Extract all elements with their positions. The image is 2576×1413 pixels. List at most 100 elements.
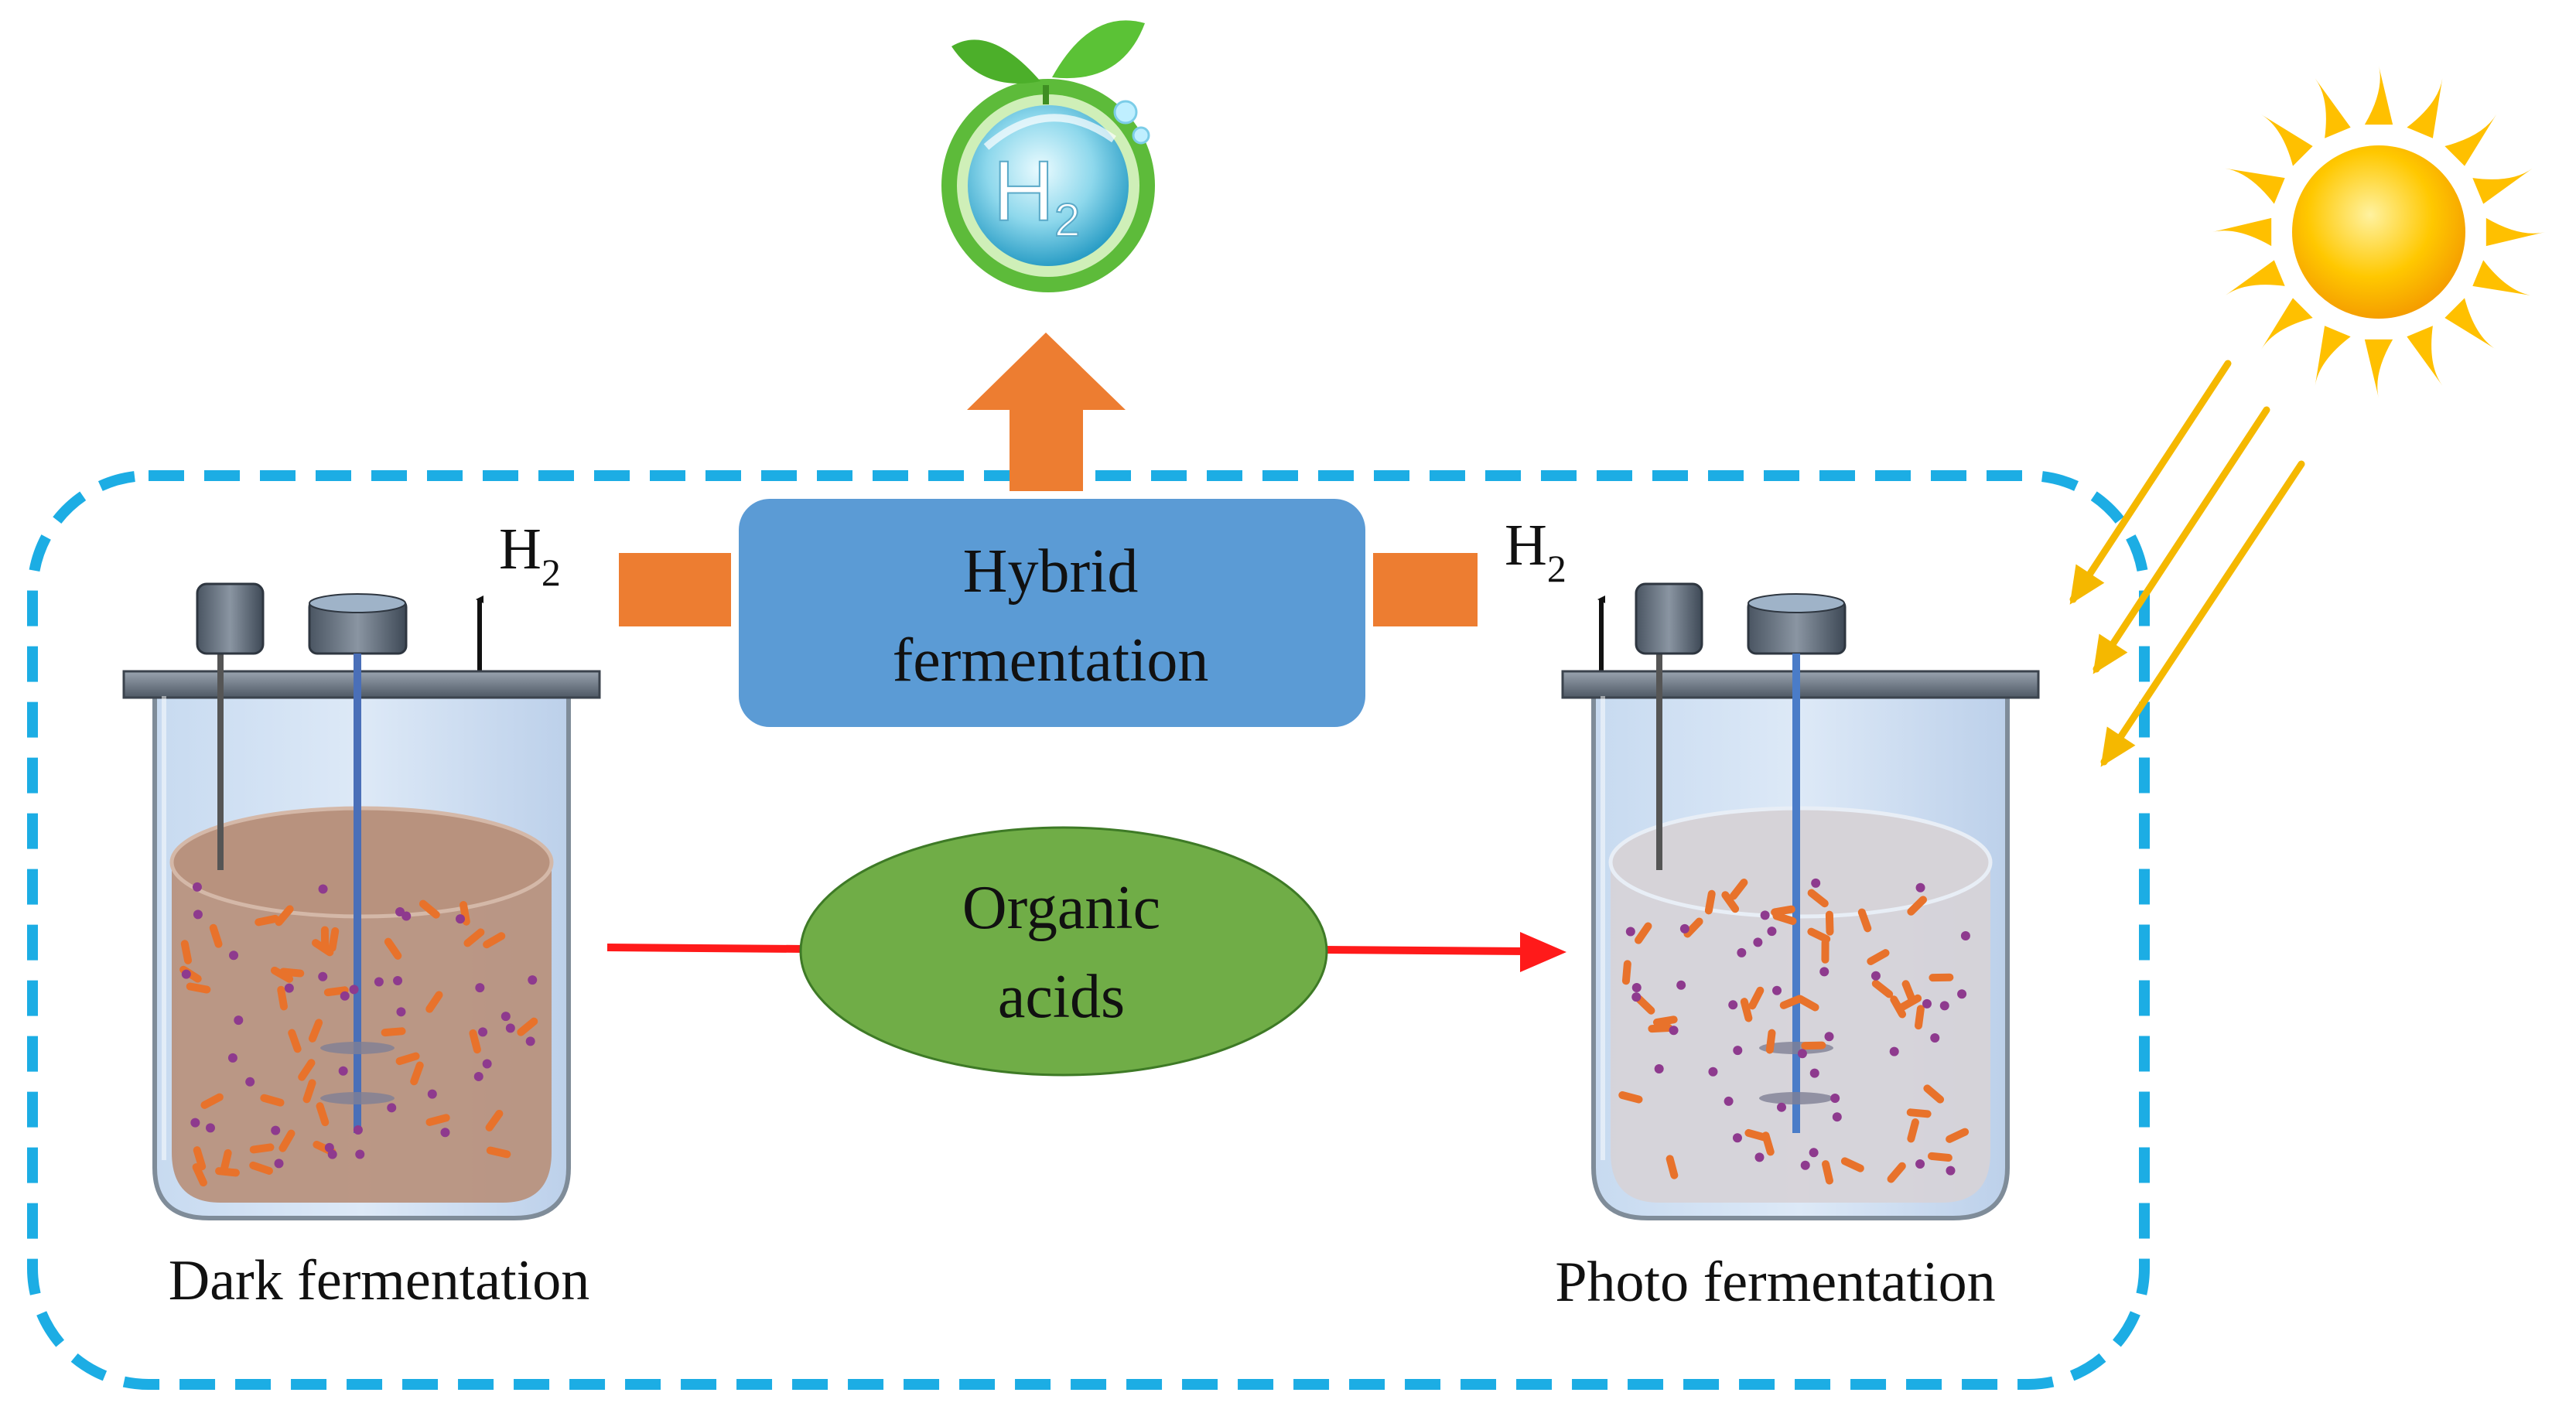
microbe-dot xyxy=(1679,923,1689,933)
microbe-dot xyxy=(274,1159,284,1169)
dark-h2-label: H2 xyxy=(499,517,561,594)
microbe-rod xyxy=(316,1102,330,1127)
microbe-dot xyxy=(501,1012,511,1022)
microbe-rod xyxy=(288,1029,302,1053)
microbe-dot xyxy=(1733,1046,1743,1056)
microbe-dot xyxy=(192,882,202,892)
microbe-rod xyxy=(308,1019,323,1043)
microbe-dot xyxy=(1930,1033,1940,1043)
microbe-dot xyxy=(1957,989,1967,999)
microbe-rod xyxy=(486,1146,511,1159)
microbe-rod xyxy=(311,939,334,957)
sunlight-ray-head-3 xyxy=(2100,726,2136,767)
microbe-dot xyxy=(1889,1046,1899,1056)
microbe-rod xyxy=(186,982,211,994)
microbe-dot xyxy=(245,1077,255,1087)
microbe-rod xyxy=(1621,960,1631,985)
microbe-dot xyxy=(1811,878,1821,888)
microbe-dot xyxy=(1754,1152,1765,1162)
organic-label-line1: Organic xyxy=(962,874,1160,942)
microbe-dot xyxy=(193,910,203,920)
microbe-dot xyxy=(1724,1096,1734,1106)
microbe-rod xyxy=(1825,910,1834,936)
microbe-rod xyxy=(483,932,506,949)
microbe-dot xyxy=(475,983,485,993)
microbe-dot xyxy=(338,1066,348,1076)
microbe-rod xyxy=(193,1146,207,1171)
microbe-rod xyxy=(1871,979,1894,998)
microbe-rod xyxy=(1748,986,1765,1010)
microbe-rod xyxy=(1807,927,1831,944)
microbe-dot xyxy=(1830,1094,1840,1104)
microbe-dot xyxy=(456,914,466,924)
hybrid-output-arrow xyxy=(967,333,1126,491)
microbe-rod xyxy=(1721,891,1740,913)
h2-badge-icon: H2 xyxy=(941,20,1155,292)
microbe-rod xyxy=(1901,980,1916,1004)
microbe-dot xyxy=(1922,998,1932,1009)
microbe-rod xyxy=(1907,1118,1919,1143)
microbe-rod xyxy=(1635,995,1655,1015)
microbe-dot xyxy=(340,991,350,1001)
microbe-rod xyxy=(1867,949,1890,965)
sunlight-ray-3 xyxy=(2100,460,2305,766)
leaf-left-icon xyxy=(951,39,1040,84)
sunlight-ray-2 xyxy=(2093,406,2270,673)
microbe-rod xyxy=(1915,1005,1925,1030)
microbe-dot xyxy=(1760,910,1770,920)
microbe-dot xyxy=(234,1015,244,1026)
microbe-rod xyxy=(1929,973,1954,982)
microbe-rod xyxy=(220,1148,232,1174)
microbe-rod xyxy=(419,899,440,919)
microbe-rod xyxy=(384,937,402,960)
microbe-dot xyxy=(1939,1001,1949,1011)
microbe-dot xyxy=(401,911,412,921)
microbe-dot xyxy=(1708,1067,1718,1077)
microbe-dot xyxy=(1819,967,1830,977)
microbe-rod xyxy=(1807,889,1829,908)
microbe-dot xyxy=(327,1149,337,1159)
microbe-rod xyxy=(1648,1024,1673,1033)
microbe-rod xyxy=(1618,1091,1643,1104)
system-boundary xyxy=(27,470,2150,1390)
microbe-rod xyxy=(1946,1128,1970,1143)
microbe-dot xyxy=(181,969,191,979)
microbe-dot xyxy=(393,976,403,986)
hybrid-fermentation-box: Hybrid fermentation xyxy=(739,499,1365,727)
microbe-dot xyxy=(355,1149,365,1159)
microbe-dot xyxy=(1772,985,1782,995)
microbe-rod xyxy=(1779,995,1804,1009)
microbe-dot xyxy=(284,983,294,993)
sunlight-ray-head-1 xyxy=(2069,564,2105,605)
microbe-rod xyxy=(302,1079,316,1104)
microbe-dot xyxy=(1676,980,1686,990)
microbe-rod xyxy=(1666,1155,1679,1179)
microbe-rod xyxy=(200,1093,224,1109)
microbe-dot xyxy=(1832,1112,1842,1122)
microbe-dot xyxy=(1960,930,1970,940)
organic-acids-transfer-arrow xyxy=(606,932,1566,972)
microbe-rod xyxy=(485,1109,504,1131)
microbe-rod xyxy=(328,927,340,952)
hybrid-label-line1: Hybrid xyxy=(963,538,1139,606)
organic-acids-ellipse: Organic acids xyxy=(799,826,1328,1077)
microbe-rod xyxy=(1744,1128,1769,1142)
sun-icon xyxy=(2212,66,2545,398)
microbe-dot xyxy=(1767,927,1777,937)
microbe-dot xyxy=(482,1059,492,1069)
sunlight-arrows xyxy=(2069,360,2305,767)
microbe-dot xyxy=(229,951,239,961)
badge-h2-label: H2 xyxy=(993,144,1081,246)
microbe-rod xyxy=(1907,896,1928,916)
organic-label-line2: acids xyxy=(998,963,1125,1031)
microbe-dot xyxy=(528,975,538,985)
connector-left xyxy=(619,553,731,626)
microbe-rod xyxy=(1822,1160,1833,1185)
microbe-dot xyxy=(1669,1026,1679,1036)
microbe-rod xyxy=(1840,1157,1864,1172)
microbe-rod xyxy=(425,1114,450,1126)
microbe-dot xyxy=(353,1125,363,1135)
microbe-dot xyxy=(1732,1133,1742,1143)
microbe-dot xyxy=(1800,1160,1810,1170)
